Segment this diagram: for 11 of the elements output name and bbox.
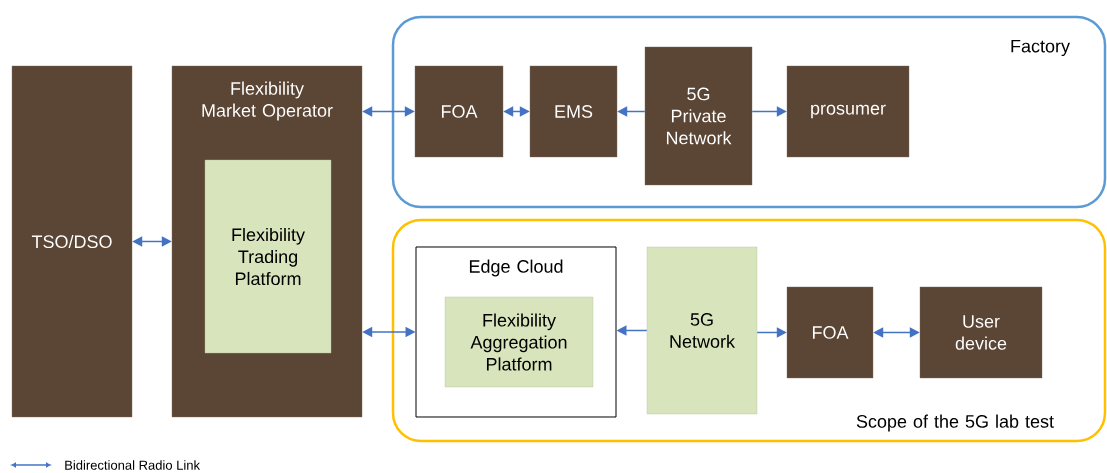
platform-box: 5G Network <box>646 246 758 415</box>
process-box: User device <box>919 286 1043 379</box>
process-box: prosumer <box>786 65 910 158</box>
platform-box: Flexibility Aggregation Platform <box>444 296 594 388</box>
platform-box: Flexibility Trading Platform <box>204 159 332 354</box>
process-box: TSO/DSO <box>11 65 133 418</box>
process-box: FOA <box>786 286 874 379</box>
process-box: EMS <box>529 65 618 158</box>
legend-text: Bidirectional Radio Link <box>65 460 201 470</box>
process-box: 5G Private Network <box>644 46 753 186</box>
process-box: FOA <box>414 65 504 158</box>
